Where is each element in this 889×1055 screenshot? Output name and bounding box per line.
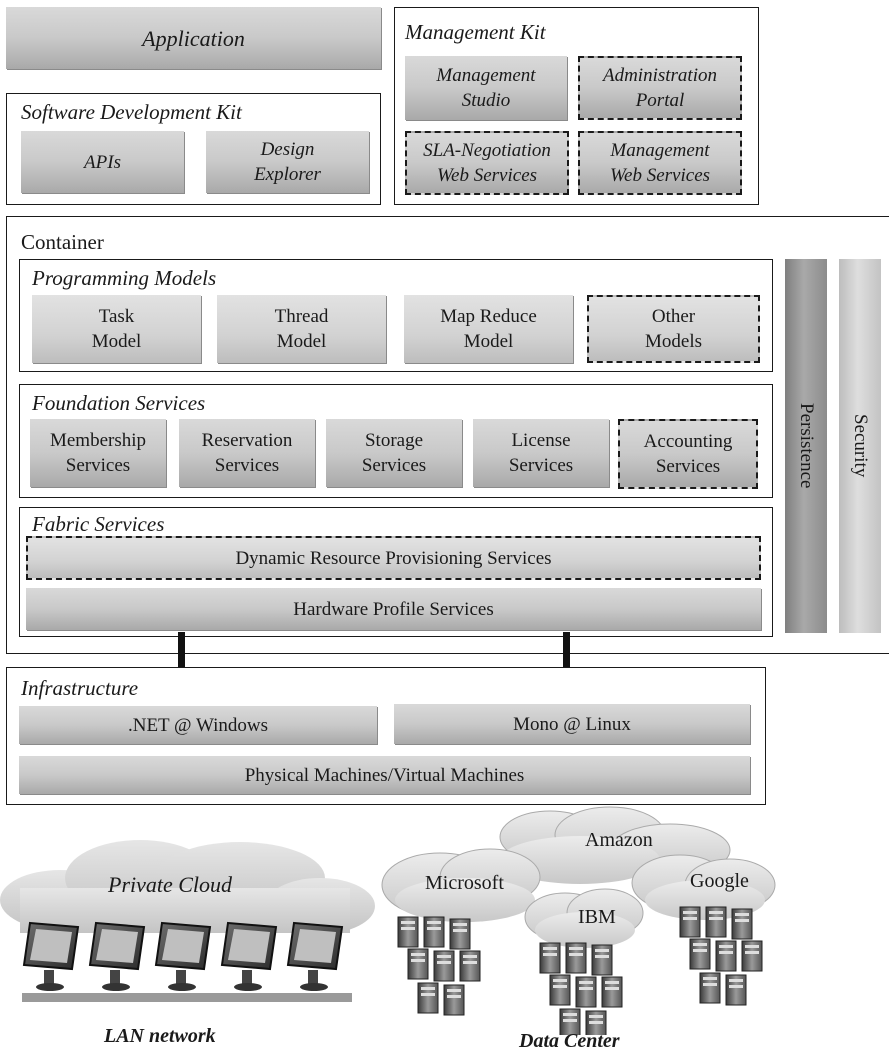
management-web-services-line: Web Services <box>609 165 711 186</box>
google-label: Google <box>690 870 749 892</box>
mono-linux-label: Mono @ Linux <box>513 713 631 735</box>
sdk-title: Software Development Kit <box>21 100 242 124</box>
ibm-label: IBM <box>578 906 616 928</box>
infrastructure-title: Infrastructure <box>21 676 139 700</box>
reservation-services-line: Services <box>214 455 280 476</box>
monitor-icon <box>154 921 212 991</box>
monitor-icon <box>286 921 344 991</box>
mono-linux-block: Mono @ Linux <box>394 704 750 744</box>
private-cloud-illustration <box>0 840 375 1002</box>
storage-services: Storage Services <box>326 419 462 487</box>
microsoft-label: Microsoft <box>425 872 504 894</box>
monitor-icon <box>220 921 278 991</box>
reservation-services-line: Reservation <box>201 430 293 451</box>
sla-negotiation-line: Web Services <box>436 165 538 186</box>
administration-portal-line: Administration <box>602 65 717 86</box>
thread-model-line: Model <box>276 331 327 352</box>
other-models-line: Other <box>651 306 696 327</box>
public-clouds-illustration <box>381 806 776 1035</box>
management-studio: Management Studio <box>405 56 567 120</box>
ibm-cloud-icon <box>524 888 644 948</box>
fabric-services-frame: Fabric Services Dynamic Resource Provisi… <box>19 507 773 637</box>
management-web-services: Management Web Services <box>578 131 742 195</box>
thread-model: Thread Model <box>217 295 386 363</box>
google-cloud-icon <box>631 854 776 920</box>
storage-services-line: Storage <box>364 430 424 451</box>
sdk-design-explorer-line: Explorer <box>254 164 321 185</box>
management-web-services-line: Management <box>610 140 710 161</box>
foundation-services-title: Foundation Services <box>32 391 206 415</box>
microsoft-cloud-icon <box>381 848 541 922</box>
license-services-line: Services <box>508 455 574 476</box>
sdk-design-explorer: Design Explorer <box>206 131 369 193</box>
sla-negotiation-line: SLA-Negotiation <box>423 140 551 161</box>
physical-virtual-machines-label: Physical Machines/Virtual Machines <box>244 764 525 786</box>
membership-services: Membership Services <box>30 419 166 487</box>
sdk-apis-line: APIs <box>84 151 121 173</box>
management-kit-frame: Management Kit Management Studio Adminis… <box>394 7 759 205</box>
sdk-design-explorer-line: Design <box>260 139 315 160</box>
server-cluster-icon <box>679 906 763 1006</box>
lan-network-icon <box>22 921 352 1002</box>
hardware-profile-services: Hardware Profile Services <box>26 588 761 630</box>
security-label: Security <box>850 414 871 478</box>
task-model-line: Model <box>91 331 142 352</box>
fabric-services-title: Fabric Services <box>32 512 165 536</box>
accounting-services-line: Accounting <box>643 431 733 452</box>
membership-services-line: Membership <box>49 430 147 451</box>
container-frame: Container Programming Models Task Model … <box>6 216 889 654</box>
reservation-services: Reservation Services <box>179 419 315 487</box>
administration-portal: Administration Portal <box>578 56 742 120</box>
task-model: Task Model <box>32 295 201 363</box>
license-services: License Services <box>473 419 609 487</box>
sdk-frame: Software Development Kit APIs Design Exp… <box>6 93 381 205</box>
sla-negotiation-web-services: SLA-Negotiation Web Services <box>405 131 569 195</box>
security-bar: Security <box>839 259 881 633</box>
amazon-cloud-icon <box>499 806 731 884</box>
license-services-line: License <box>511 430 571 451</box>
programming-models-frame: Programming Models Task Model Thread Mod… <box>19 259 773 372</box>
amazon-label: Amazon <box>585 829 653 851</box>
other-models-line: Models <box>645 331 702 352</box>
data-center-caption: Data Center <box>519 1030 620 1052</box>
persistence-label: Persistence <box>796 403 817 489</box>
hardware-profile-label: Hardware Profile Services <box>293 598 494 620</box>
private-cloud-icon <box>0 840 375 934</box>
thread-model-line: Thread <box>274 306 329 327</box>
net-windows-label: .NET @ Windows <box>127 714 269 736</box>
task-model-line: Task <box>98 306 135 327</box>
infrastructure-frame: Infrastructure .NET @ Windows Mono @ Lin… <box>6 667 766 805</box>
storage-services-line: Services <box>361 455 427 476</box>
map-reduce-model: Map Reduce Model <box>404 295 573 363</box>
membership-services-line: Services <box>65 455 131 476</box>
private-cloud-label: Private Cloud <box>108 872 233 897</box>
persistence-bar: Persistence <box>785 259 827 633</box>
dynamic-resource-provisioning-services: Dynamic Resource Provisioning Services <box>26 536 761 580</box>
sdk-apis: APIs <box>21 131 184 193</box>
accounting-services-line: Services <box>655 456 721 477</box>
monitor-icon <box>88 921 146 991</box>
other-models: Other Models <box>587 295 760 363</box>
net-windows-block: .NET @ Windows <box>19 706 377 744</box>
application-block: Application <box>6 7 381 69</box>
monitor-icon <box>22 921 80 991</box>
lan-network-caption: LAN network <box>104 1025 216 1047</box>
accounting-services: Accounting Services <box>618 419 758 489</box>
management-studio-line: Studio <box>461 90 511 111</box>
management-kit-title: Management Kit <box>405 20 546 44</box>
container-title: Container <box>21 230 104 254</box>
foundation-services-frame: Foundation Services Membership Services … <box>19 384 773 498</box>
map-reduce-model-line: Model <box>463 331 514 352</box>
server-cluster-icon <box>539 942 623 1035</box>
map-reduce-model-line: Map Reduce <box>440 306 537 327</box>
management-studio-line: Management <box>436 65 536 86</box>
dynamic-resource-provisioning-label: Dynamic Resource Provisioning Services <box>235 547 552 569</box>
application-label: Application <box>142 25 245 51</box>
server-cluster-icon <box>397 916 481 1016</box>
physical-virtual-machines-block: Physical Machines/Virtual Machines <box>19 756 750 794</box>
programming-models-title: Programming Models <box>32 266 217 290</box>
administration-portal-line: Portal <box>635 90 685 111</box>
